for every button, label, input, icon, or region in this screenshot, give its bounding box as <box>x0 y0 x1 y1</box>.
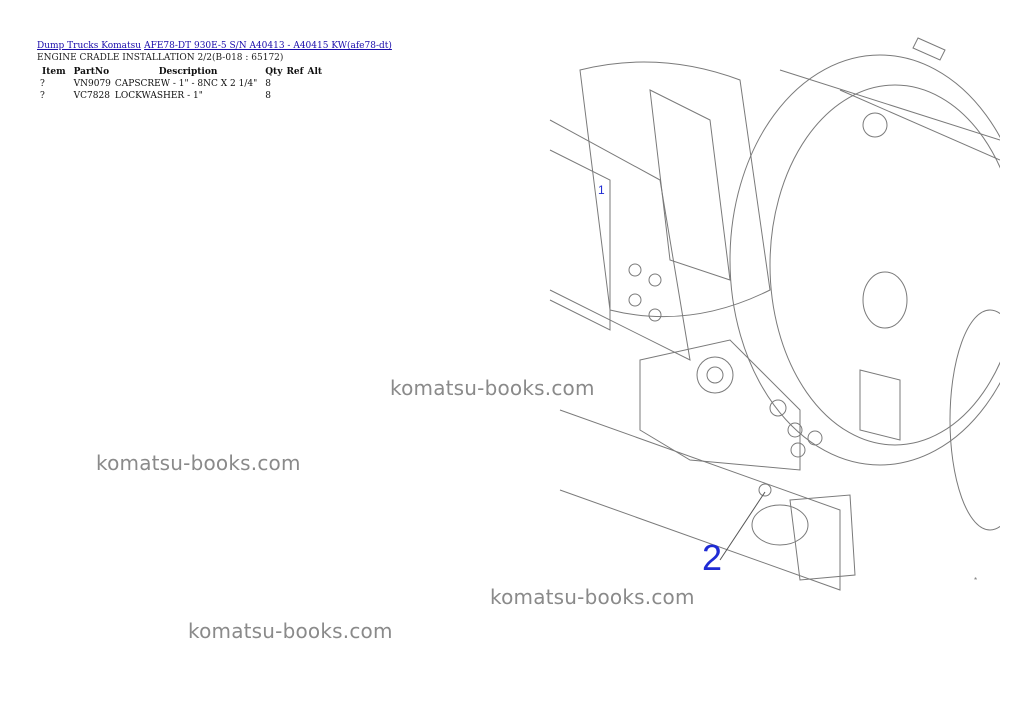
diagram-line <box>787 422 803 438</box>
direction-arrow-icon <box>912 37 946 61</box>
cell-ref <box>286 78 307 90</box>
watermark: komatsu-books.com <box>490 585 695 609</box>
callout-2: 2 <box>702 537 722 578</box>
watermark: komatsu-books.com <box>390 376 595 400</box>
diagram-line <box>949 309 1000 531</box>
col-item-header: Item <box>42 67 66 77</box>
footnote-mark: * <box>974 576 977 585</box>
callout-1: 1 <box>598 183 605 197</box>
col-qty-header: Qty <box>265 67 283 77</box>
watermark: komatsu-books.com <box>96 451 301 475</box>
diagram-line <box>549 119 691 361</box>
diagram-line <box>696 356 734 394</box>
breadcrumb-link-model[interactable]: AFE78-DT 930E-5 S/N A40413 - A40415 KW(a… <box>144 41 392 51</box>
diagram-line <box>706 366 724 384</box>
diagram-line <box>648 273 662 287</box>
diagram-line <box>769 399 787 417</box>
table-header-row: Item PartNo Description Qty Ref Alt <box>38 66 326 78</box>
diagram-line <box>648 308 662 322</box>
diagram-line <box>628 263 642 277</box>
cell-alt <box>308 78 327 90</box>
diagram-line <box>862 112 888 138</box>
diagram-line <box>779 69 1000 141</box>
diagram-line <box>789 494 856 581</box>
diagram-line <box>807 430 823 446</box>
col-ref-header: Ref <box>286 67 304 77</box>
engine-cradle-diagram: 1 2 * <box>549 37 1000 591</box>
cell-partno: VC7828 <box>73 91 110 101</box>
diagram-line <box>862 271 908 329</box>
diagram-line <box>839 89 1000 161</box>
callout-leader-line <box>719 491 766 561</box>
cell-description: LOCKWASHER - 1" <box>114 91 203 101</box>
diagram-line <box>649 89 731 281</box>
cell-item: ? <box>40 79 45 89</box>
diagram-line <box>758 483 772 497</box>
col-alt-header: Alt <box>307 67 323 77</box>
cell-alt <box>308 90 327 102</box>
cell-partno: VN9079 <box>73 79 111 89</box>
diagram-line <box>790 442 806 458</box>
diagram-line <box>859 369 901 441</box>
table-row: ? VN9079 CAPSCREW - 1" - 8NC X 2 1/4" 8 <box>38 78 326 90</box>
diagram-line <box>628 293 642 307</box>
parts-table: Item PartNo Description Qty Ref Alt ? VN… <box>38 66 326 102</box>
breadcrumb-link-dump-trucks[interactable]: Dump Trucks Komatsu <box>37 41 142 51</box>
cell-qty: 8 <box>265 79 271 89</box>
table-row: ? VC7828 LOCKWASHER - 1" 8 <box>38 90 326 102</box>
cell-qty: 8 <box>265 91 271 101</box>
diagram-line <box>751 504 809 546</box>
diagram-line <box>769 84 1000 446</box>
diagram-line <box>639 339 801 471</box>
diagram-line <box>549 149 611 331</box>
diagram-line <box>559 409 841 591</box>
cell-ref <box>286 90 307 102</box>
diagram-line <box>579 61 771 318</box>
page-title: ENGINE CRADLE INSTALLATION 2/2(B-018 : 6… <box>37 53 284 63</box>
watermark: komatsu-books.com <box>188 619 393 643</box>
cell-description: CAPSCREW - 1" - 8NC X 2 1/4" <box>114 79 258 89</box>
col-partno-header: PartNo <box>73 67 110 77</box>
cell-item: ? <box>40 91 45 101</box>
col-description-header: Description <box>158 67 218 77</box>
diagram-line <box>729 54 1000 466</box>
